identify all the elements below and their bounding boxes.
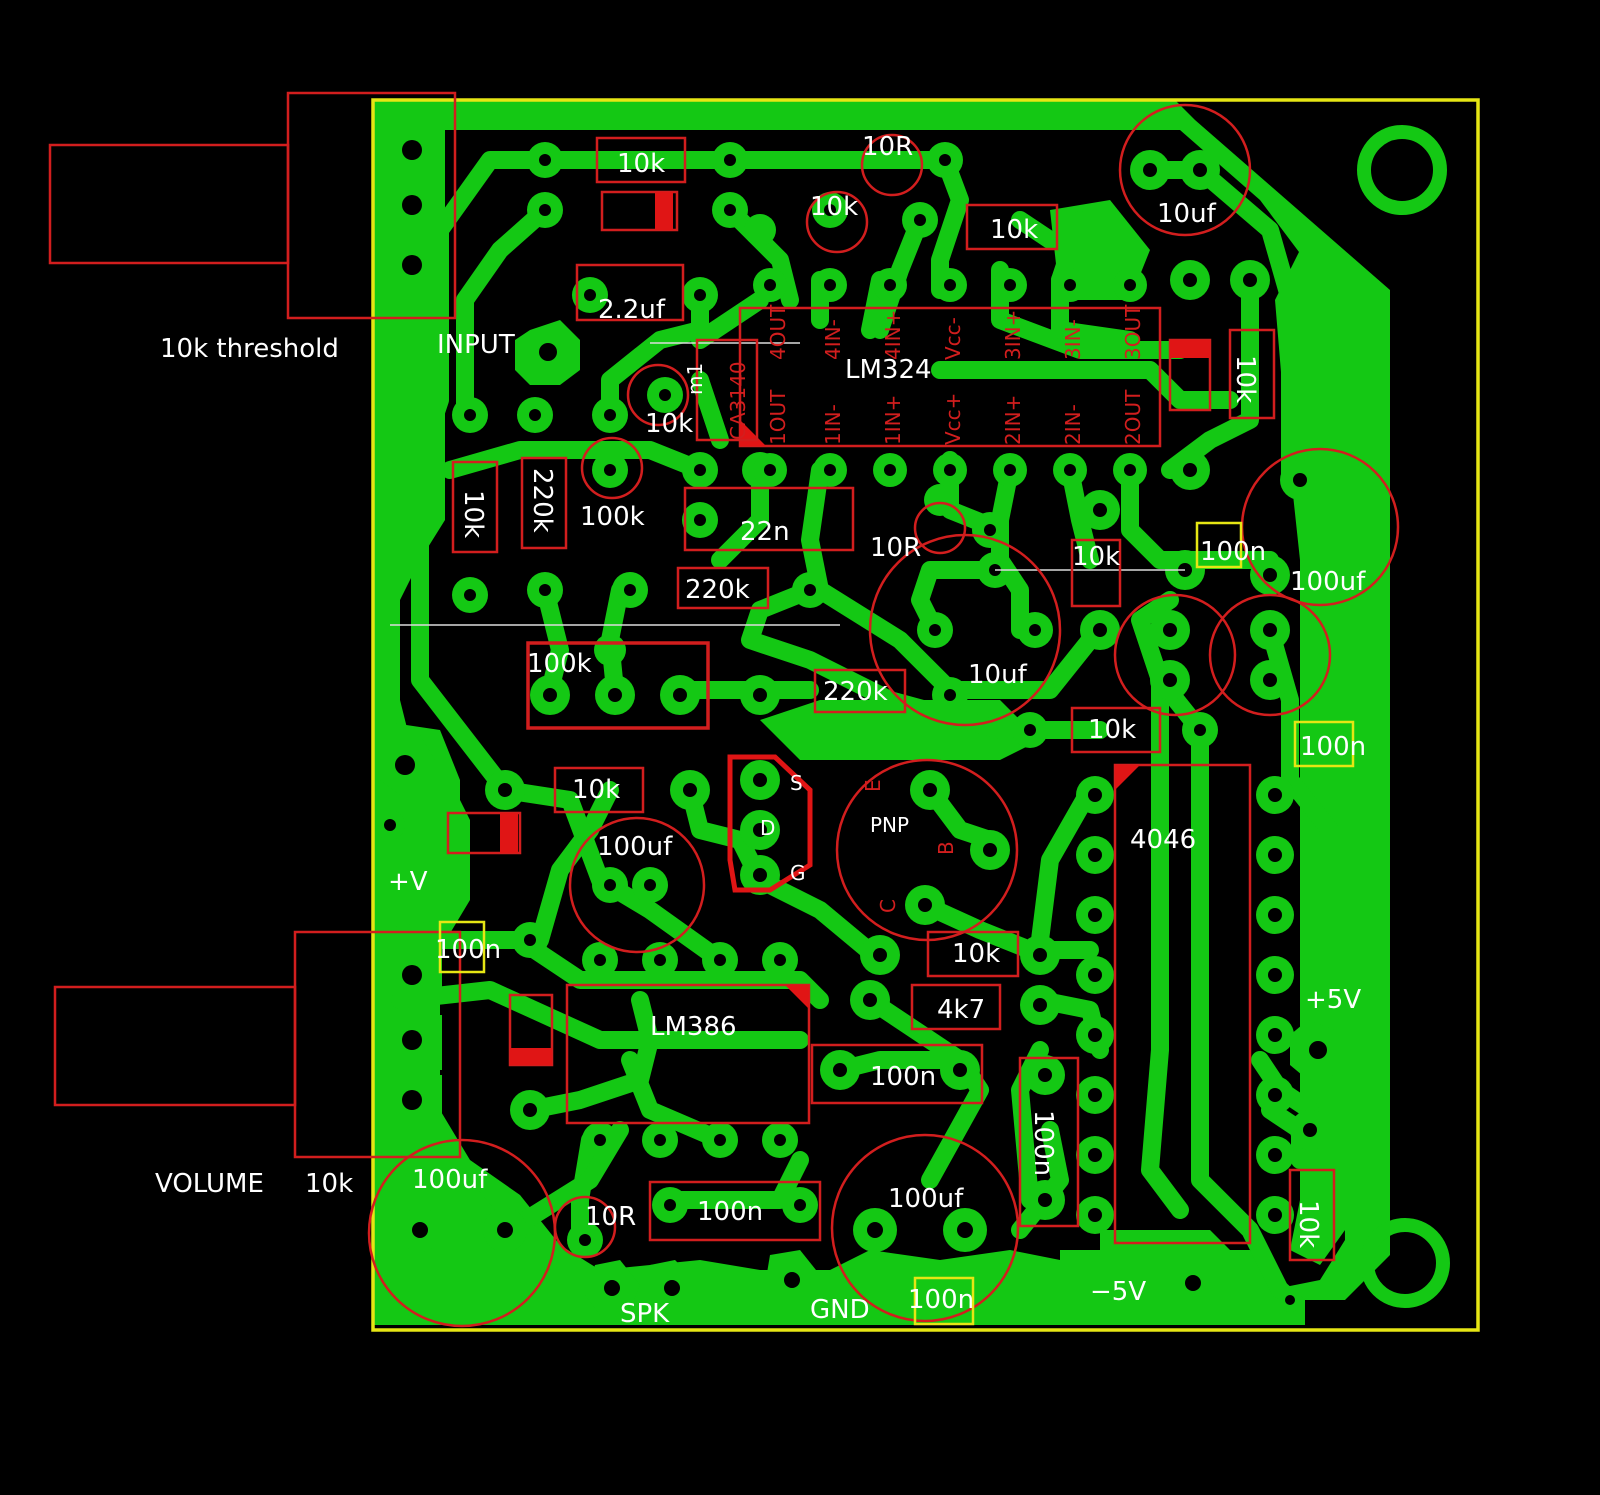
c-100uf-b: 100uf	[597, 832, 673, 862]
lm324-pin-4out: 4OUT	[766, 304, 790, 360]
c-100uf-c: 100uf	[412, 1165, 488, 1195]
plus-v-label: +V	[388, 867, 428, 897]
r-10r-b: 10R	[870, 533, 921, 563]
lm324-pin-1in-minus: 1IN-	[821, 404, 845, 445]
lm324-pin-4in-minus: 4IN-	[821, 319, 845, 360]
c-22n: 22n	[740, 517, 790, 547]
lm324-pin-1out: 1OUT	[766, 389, 790, 445]
pnp-pin-e: E	[861, 779, 885, 792]
r-10r-c: 10R	[585, 1202, 636, 1232]
r-220k-a: 220k	[527, 468, 557, 533]
r-10k-f: 10k	[458, 490, 488, 538]
lm324-pin-2out: 2OUT	[1121, 389, 1145, 445]
r-100k-a: 100k	[580, 502, 645, 532]
c-2-2uf: 2.2uf	[598, 295, 666, 325]
airwires	[390, 342, 1185, 626]
r-10k-j: 10k	[952, 939, 1000, 969]
lm324-pin-3out: 3OUT	[1121, 304, 1145, 360]
r-4k7: 4k7	[937, 995, 985, 1025]
threshold-pot-body	[286, 91, 457, 320]
c-100uf-d: 100uf	[888, 1184, 964, 1214]
volume-value-label: 10k	[305, 1169, 353, 1199]
r-10k-h: 10k	[1088, 715, 1136, 745]
c-100n-b: 100n	[1300, 732, 1366, 762]
minus-5v-label: −5V	[1090, 1277, 1146, 1307]
c-100n-c: 100n	[435, 935, 501, 965]
lm324-pin-3in-plus: 3IN+	[1001, 310, 1025, 360]
r-10k-k: 10k	[1293, 1200, 1323, 1248]
component-labels: 10k threshold INPUT VOLUME 10k +V +5V −5…	[155, 132, 1366, 1329]
threshold-pot-label: 10k threshold	[160, 334, 339, 364]
lm324-label: LM324	[845, 355, 932, 385]
c-100n-g: 100n	[908, 1285, 974, 1315]
lm324-pin-4in-plus: 4IN+	[881, 310, 905, 360]
lm386-label: LM386	[650, 1012, 737, 1042]
ic-small-label: m1	[683, 363, 707, 395]
lm324-pin-labels: 4OUT 4IN- 4IN+ Vcc- 3IN+ 3IN- 3OUT 1OUT …	[726, 304, 1145, 913]
r-10k-g: 10k	[1072, 542, 1120, 572]
lm324-pin-1in-plus: 1IN+	[881, 395, 905, 445]
r-220k-b: 220k	[685, 575, 750, 605]
pnp-label: PNP	[870, 813, 909, 837]
cd4046-label: 4046	[1130, 825, 1196, 855]
r-10k-i: 10k	[572, 775, 620, 805]
input-label: INPUT	[437, 330, 515, 360]
c-10uf-a: 10uf	[1157, 199, 1217, 229]
silkscreen	[48, 91, 1480, 1332]
fet-pin-d: D	[760, 816, 775, 840]
fet-pin-g: G	[790, 861, 806, 885]
pot-100k: 100k	[527, 649, 592, 679]
c-100n-a: 100n	[1200, 537, 1266, 567]
lm324-pin-vcc-plus: Vcc+	[941, 393, 965, 445]
r-10r-a: 10R	[862, 132, 913, 162]
lm324-pin-2in-plus: 2IN+	[1001, 395, 1025, 445]
lm324-pin-2in-minus: 2IN-	[1061, 404, 1085, 445]
fet-pin-s: S	[790, 771, 803, 795]
lm324-pin-vcc-minus: Vcc-	[941, 317, 965, 360]
lm324-pin-3in-minus: 3IN-	[1061, 319, 1085, 360]
gnd-label: GND	[810, 1295, 870, 1325]
ca3140-label: CA3140	[726, 361, 750, 440]
r-10k-a: 10k	[617, 149, 665, 179]
mounting-hole	[1357, 125, 1450, 1308]
spk-label: SPK	[620, 1299, 670, 1329]
board-outline	[371, 98, 1480, 1332]
c-100n-e: 100n	[1028, 1110, 1058, 1176]
pads	[375, 125, 1450, 1315]
c-100uf-a: 100uf	[1290, 567, 1366, 597]
volume-label: VOLUME	[155, 1169, 264, 1199]
c-100n-f: 100n	[697, 1197, 763, 1227]
pnp-pin-c: C	[876, 899, 900, 913]
pnp-pin-b: B	[934, 841, 958, 855]
c-10uf-b: 10uf	[968, 660, 1028, 690]
r-10k-e: 10k	[645, 409, 693, 439]
volume-pot-body	[293, 930, 462, 1159]
c-100n-d: 100n	[870, 1062, 936, 1092]
r-10k-d: 10k	[1230, 355, 1260, 403]
r-10k-c: 10k	[990, 215, 1038, 245]
r-220k-c: 220k	[823, 677, 888, 707]
plus-5v-label: +5V	[1305, 985, 1361, 1015]
r-10k-b: 10k	[810, 192, 858, 222]
